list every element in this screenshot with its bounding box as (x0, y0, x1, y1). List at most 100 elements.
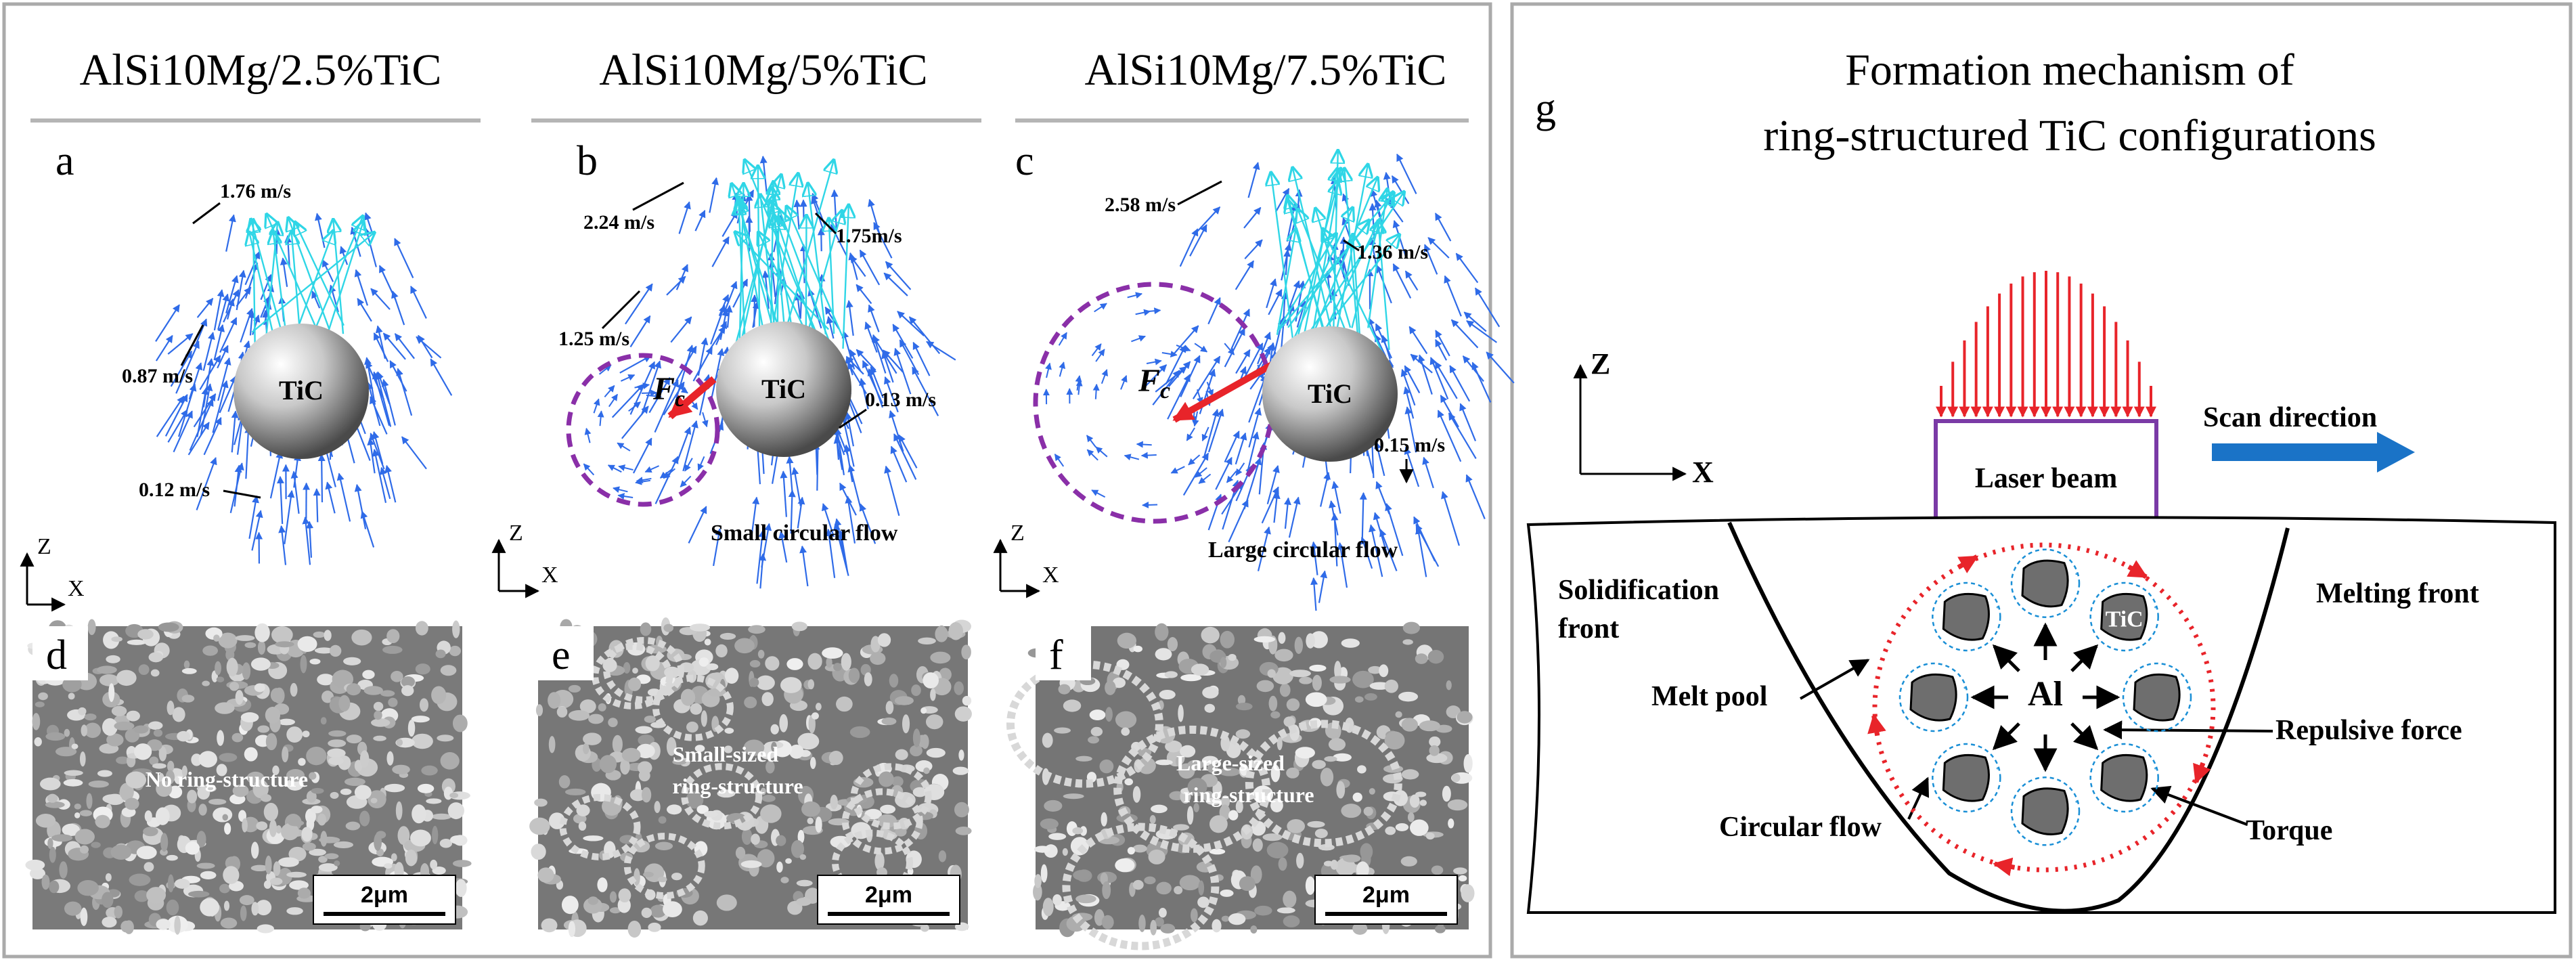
sem-grain (663, 901, 682, 917)
sem-grain (32, 713, 41, 730)
sem-grain (311, 788, 324, 794)
sem-grain (217, 730, 224, 745)
sem-grain (717, 894, 737, 911)
sem-grain (374, 711, 382, 720)
sem-grain (1357, 765, 1367, 773)
sem-grain (217, 677, 224, 682)
sem-grain (421, 766, 437, 776)
subplot-letter-a: a (55, 138, 74, 184)
sem-grain (89, 781, 109, 788)
sem-grain (114, 722, 134, 730)
sem-grain (200, 871, 217, 879)
tic-ring-label: TiC (2106, 607, 2144, 632)
sem-grain (208, 799, 226, 805)
sem-label-e-1: Small-sized (673, 742, 779, 766)
sem-grain (1329, 676, 1350, 683)
svg-text:X: X (541, 563, 558, 588)
sem-grain (448, 802, 464, 819)
sem-grain (1278, 632, 1285, 644)
sem-grain (559, 775, 571, 788)
sem-grain (1042, 733, 1053, 748)
laser-beam-label: Laser beam (1975, 463, 2117, 494)
sem-grain (269, 819, 277, 837)
mechanism-title-line2: ring-structured TiC configurations (1763, 111, 2376, 160)
sem-grain (88, 619, 96, 635)
column-title-1: AlSi10Mg/2.5%TiC (80, 45, 442, 95)
sem-grain (1268, 669, 1276, 678)
sem-grain (923, 672, 939, 688)
sem-grain (635, 726, 652, 734)
sem-grain (111, 845, 132, 860)
sem-grain (1075, 894, 1096, 903)
svg-text:2μm: 2μm (865, 882, 912, 908)
sem-grain (955, 706, 972, 722)
sem-grain (188, 891, 209, 898)
sem-grain (1250, 925, 1257, 934)
sem-grain (40, 778, 61, 791)
sem-grain (340, 789, 352, 795)
sem-grain (412, 804, 426, 823)
sem-grain (953, 767, 969, 775)
sem-grain (1115, 711, 1136, 729)
sem-grain (330, 792, 339, 799)
sem-grain (288, 820, 304, 826)
sem-grain (1124, 779, 1133, 785)
velocity-b-3: 1.25 m/s (558, 328, 629, 350)
sem-grain (408, 720, 415, 737)
sem-grain (693, 911, 708, 925)
sem-grain (80, 846, 89, 854)
sem-grain (271, 626, 293, 644)
sem-grain (328, 730, 346, 737)
sem-grain (45, 732, 65, 741)
sem-grain (1295, 637, 1303, 654)
tic-ring-particle (1943, 594, 1989, 640)
sem-grain (1415, 653, 1428, 664)
sem-grain (1133, 880, 1144, 890)
sem-grain (1150, 815, 1156, 824)
sem-label-e-2: ring-structure (672, 774, 803, 798)
column-title-3: AlSi10Mg/7.5%TiC (1085, 45, 1447, 95)
tic-label-b: TiC (761, 374, 806, 404)
sem-grain (392, 765, 410, 774)
sem-grain (97, 665, 117, 674)
sem-grain (628, 921, 642, 938)
mechanism-title-line1: Formation mechanism of (1845, 45, 2294, 95)
sem-grain (386, 629, 399, 643)
sem-grain (1191, 663, 1209, 676)
sem-grain (343, 657, 361, 665)
sem-grain (59, 861, 67, 879)
sem-grain (779, 714, 788, 732)
sem-grain (298, 758, 305, 766)
sem-grain (748, 625, 765, 634)
sem-grain (112, 706, 127, 716)
circular-flow-label: Circular flow (1719, 812, 1882, 843)
sem-grain (441, 752, 460, 770)
sem-grain (736, 847, 745, 859)
sem-grain (222, 814, 228, 820)
sem-grain (822, 647, 843, 659)
sem-grain (125, 798, 139, 810)
sem-grain (902, 714, 910, 733)
sem-grain (1369, 788, 1375, 795)
sem-grain (1220, 890, 1233, 897)
sem-grain (1353, 793, 1362, 802)
sem-grain (286, 907, 303, 915)
sem-grain (85, 714, 97, 720)
svg-text:X: X (1692, 456, 1714, 489)
sem-grain (437, 735, 453, 741)
sem-grain (889, 674, 898, 687)
sem-grain (175, 879, 190, 889)
subplot-letter-e: e (552, 632, 571, 678)
sem-grain (1149, 850, 1165, 864)
sem-grain (1121, 728, 1130, 736)
sem-grain (229, 682, 239, 691)
sem-grain (77, 880, 99, 896)
sem-grain (850, 726, 870, 738)
sem-grain (240, 895, 254, 905)
svg-text:X: X (1042, 563, 1059, 588)
sem-grain (786, 658, 803, 670)
scale-bar-e: 2μm (818, 875, 960, 924)
sem-grain (1205, 704, 1216, 713)
sem-grain (1453, 867, 1467, 874)
sem-grain (1448, 799, 1467, 810)
